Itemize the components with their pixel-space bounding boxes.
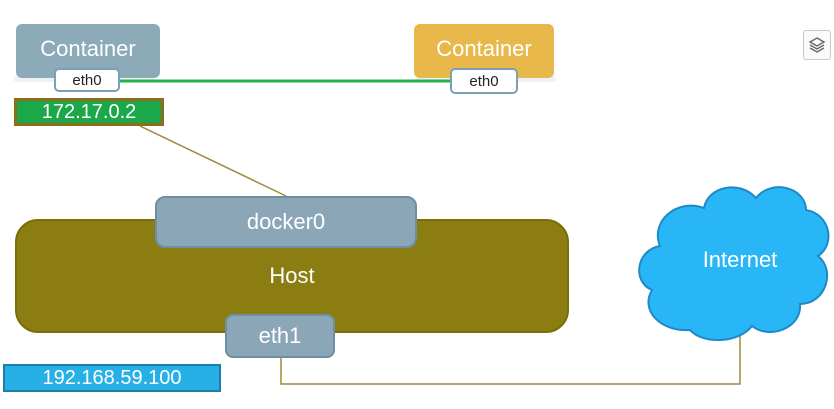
eth1-interface: eth1	[225, 314, 335, 358]
ip-to-bridge-line	[139, 125, 287, 197]
host-ip: 192.168.59.100	[3, 364, 221, 392]
internet-label-text: Internet	[702, 247, 778, 272]
uplink-wire	[280, 334, 741, 385]
right-container: Container	[414, 24, 554, 78]
host-label-text: Host	[269, 263, 315, 288]
layers-icon	[808, 37, 826, 53]
host-label: Host	[16, 258, 568, 294]
left-container-ip: 172.17.0.2	[14, 98, 164, 126]
left-container-label: Container	[40, 36, 136, 61]
left-eth0-tag: eth0	[54, 68, 120, 92]
layers-button[interactable]	[803, 30, 831, 60]
right-eth0-tag: eth0	[450, 68, 518, 94]
host-ip-text: 192.168.59.100	[42, 366, 182, 389]
internet-label: Internet	[670, 242, 810, 278]
left-container-ip-text: 172.17.0.2	[41, 100, 137, 123]
left-eth0-label: eth0	[72, 71, 102, 89]
docker0-bridge: docker0	[155, 196, 417, 248]
right-container-label: Container	[436, 36, 532, 61]
internet-cloud	[638, 186, 830, 342]
right-eth0-label: eth0	[469, 72, 499, 90]
eth1-label: eth1	[258, 323, 302, 348]
docker0-label: docker0	[246, 209, 326, 234]
